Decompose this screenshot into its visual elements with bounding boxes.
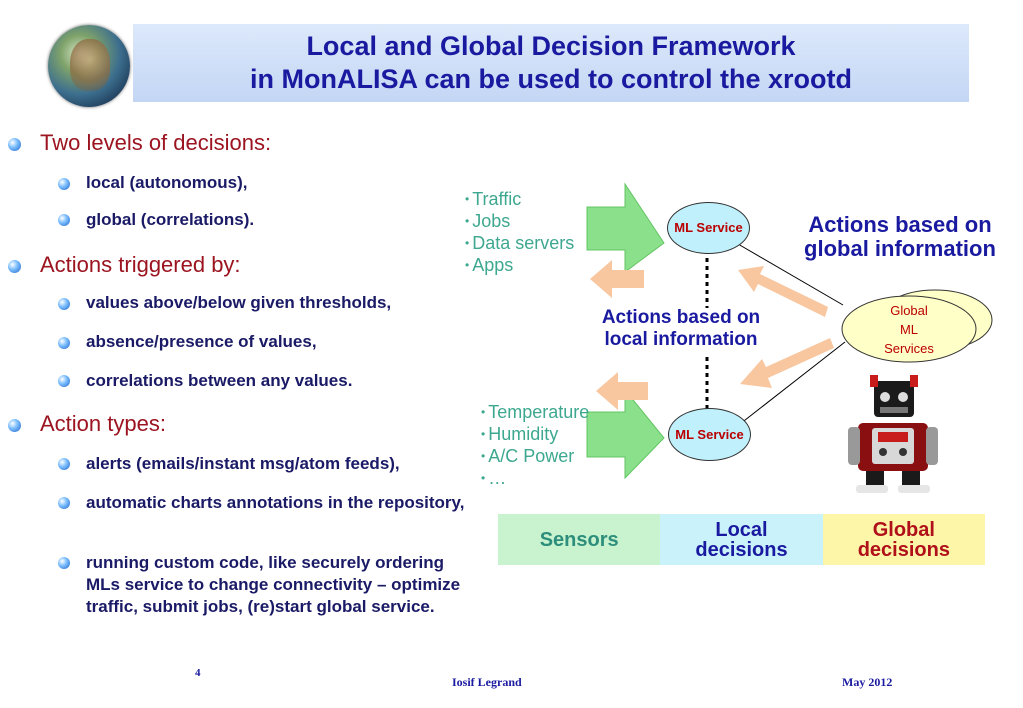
- legend-cell-sensors: Sensors: [498, 514, 661, 565]
- bullet-icon: [58, 458, 70, 470]
- bullet-item: absence/presence of values,: [86, 332, 317, 351]
- list-item: •Traffic: [465, 189, 522, 209]
- list-item: •Data servers: [465, 233, 575, 253]
- list-item: •Temperature: [481, 402, 590, 422]
- orange-arrow-top-left: [590, 260, 644, 298]
- bullet-item: values above/below given thresholds,: [86, 293, 392, 312]
- list-item: •Jobs: [465, 211, 511, 231]
- bullet-item: alerts (emails/instant msg/atom feeds),: [86, 454, 400, 473]
- bullet-heading: Actions triggered by:: [40, 252, 241, 277]
- local-actions-label: Actions based on local information: [601, 307, 761, 350]
- global-actions-label: Actions based on global information: [804, 212, 996, 261]
- bullet-heading: Action types:: [40, 411, 166, 436]
- title-banner: [133, 24, 969, 102]
- bullet-icon: [8, 260, 21, 273]
- orange-arrow-bottom-left: [596, 372, 648, 410]
- ml-service-top: ML Service: [667, 202, 750, 254]
- page-number: 4: [195, 667, 201, 679]
- global-ml-ellipse-front: [841, 295, 977, 363]
- monalisa-logo-icon: [48, 25, 130, 107]
- bullet-item: running custom code, like securely order…: [86, 553, 461, 616]
- list-item: •Humidity: [481, 424, 559, 444]
- bullet-icon: [58, 214, 70, 226]
- bullet-icon: [58, 337, 70, 349]
- bullet-icon: [58, 497, 70, 509]
- bullet-icon: [58, 557, 70, 569]
- footer-author: Iosif Legrand: [452, 675, 522, 689]
- bullet-item: global (correlations).: [86, 210, 255, 229]
- list-item: •A/C Power: [481, 446, 575, 466]
- list-item: •Apps: [465, 255, 514, 275]
- top-input-list: •Traffic •Jobs •Data servers •Apps: [465, 188, 574, 276]
- connector-line: [737, 243, 844, 306]
- ml-service-bottom: ML Service: [668, 408, 751, 461]
- connector-line: [739, 341, 846, 425]
- bullet-item: local (autonomous),: [86, 173, 248, 192]
- page-title: Local and Global Decision Framework in M…: [249, 31, 852, 94]
- bullet-icon: [58, 375, 70, 387]
- list-item: •…: [481, 468, 507, 488]
- robot-icon: [848, 375, 938, 493]
- green-arrow-bottom: [586, 388, 665, 480]
- orange-arrow-diag-bottom: [740, 338, 834, 388]
- bullet-icon: [58, 298, 70, 310]
- orange-arrow-diag-top: [738, 266, 828, 317]
- bullet-icon: [58, 178, 70, 190]
- green-arrow-top: [586, 182, 665, 273]
- bullet-item: automatic charts annotations in the repo…: [86, 493, 465, 512]
- bullet-icon: [8, 138, 21, 151]
- footer-date: May 2012: [842, 675, 893, 689]
- bottom-input-list: •Temperature •Humidity •A/C Power •…: [481, 401, 589, 489]
- bullet-heading: Two levels of decisions:: [40, 130, 272, 155]
- bullet-icon: [8, 419, 21, 432]
- bullet-item: correlations between any values.: [86, 371, 353, 390]
- global-ml-services-label: Global ML Services: [884, 303, 934, 356]
